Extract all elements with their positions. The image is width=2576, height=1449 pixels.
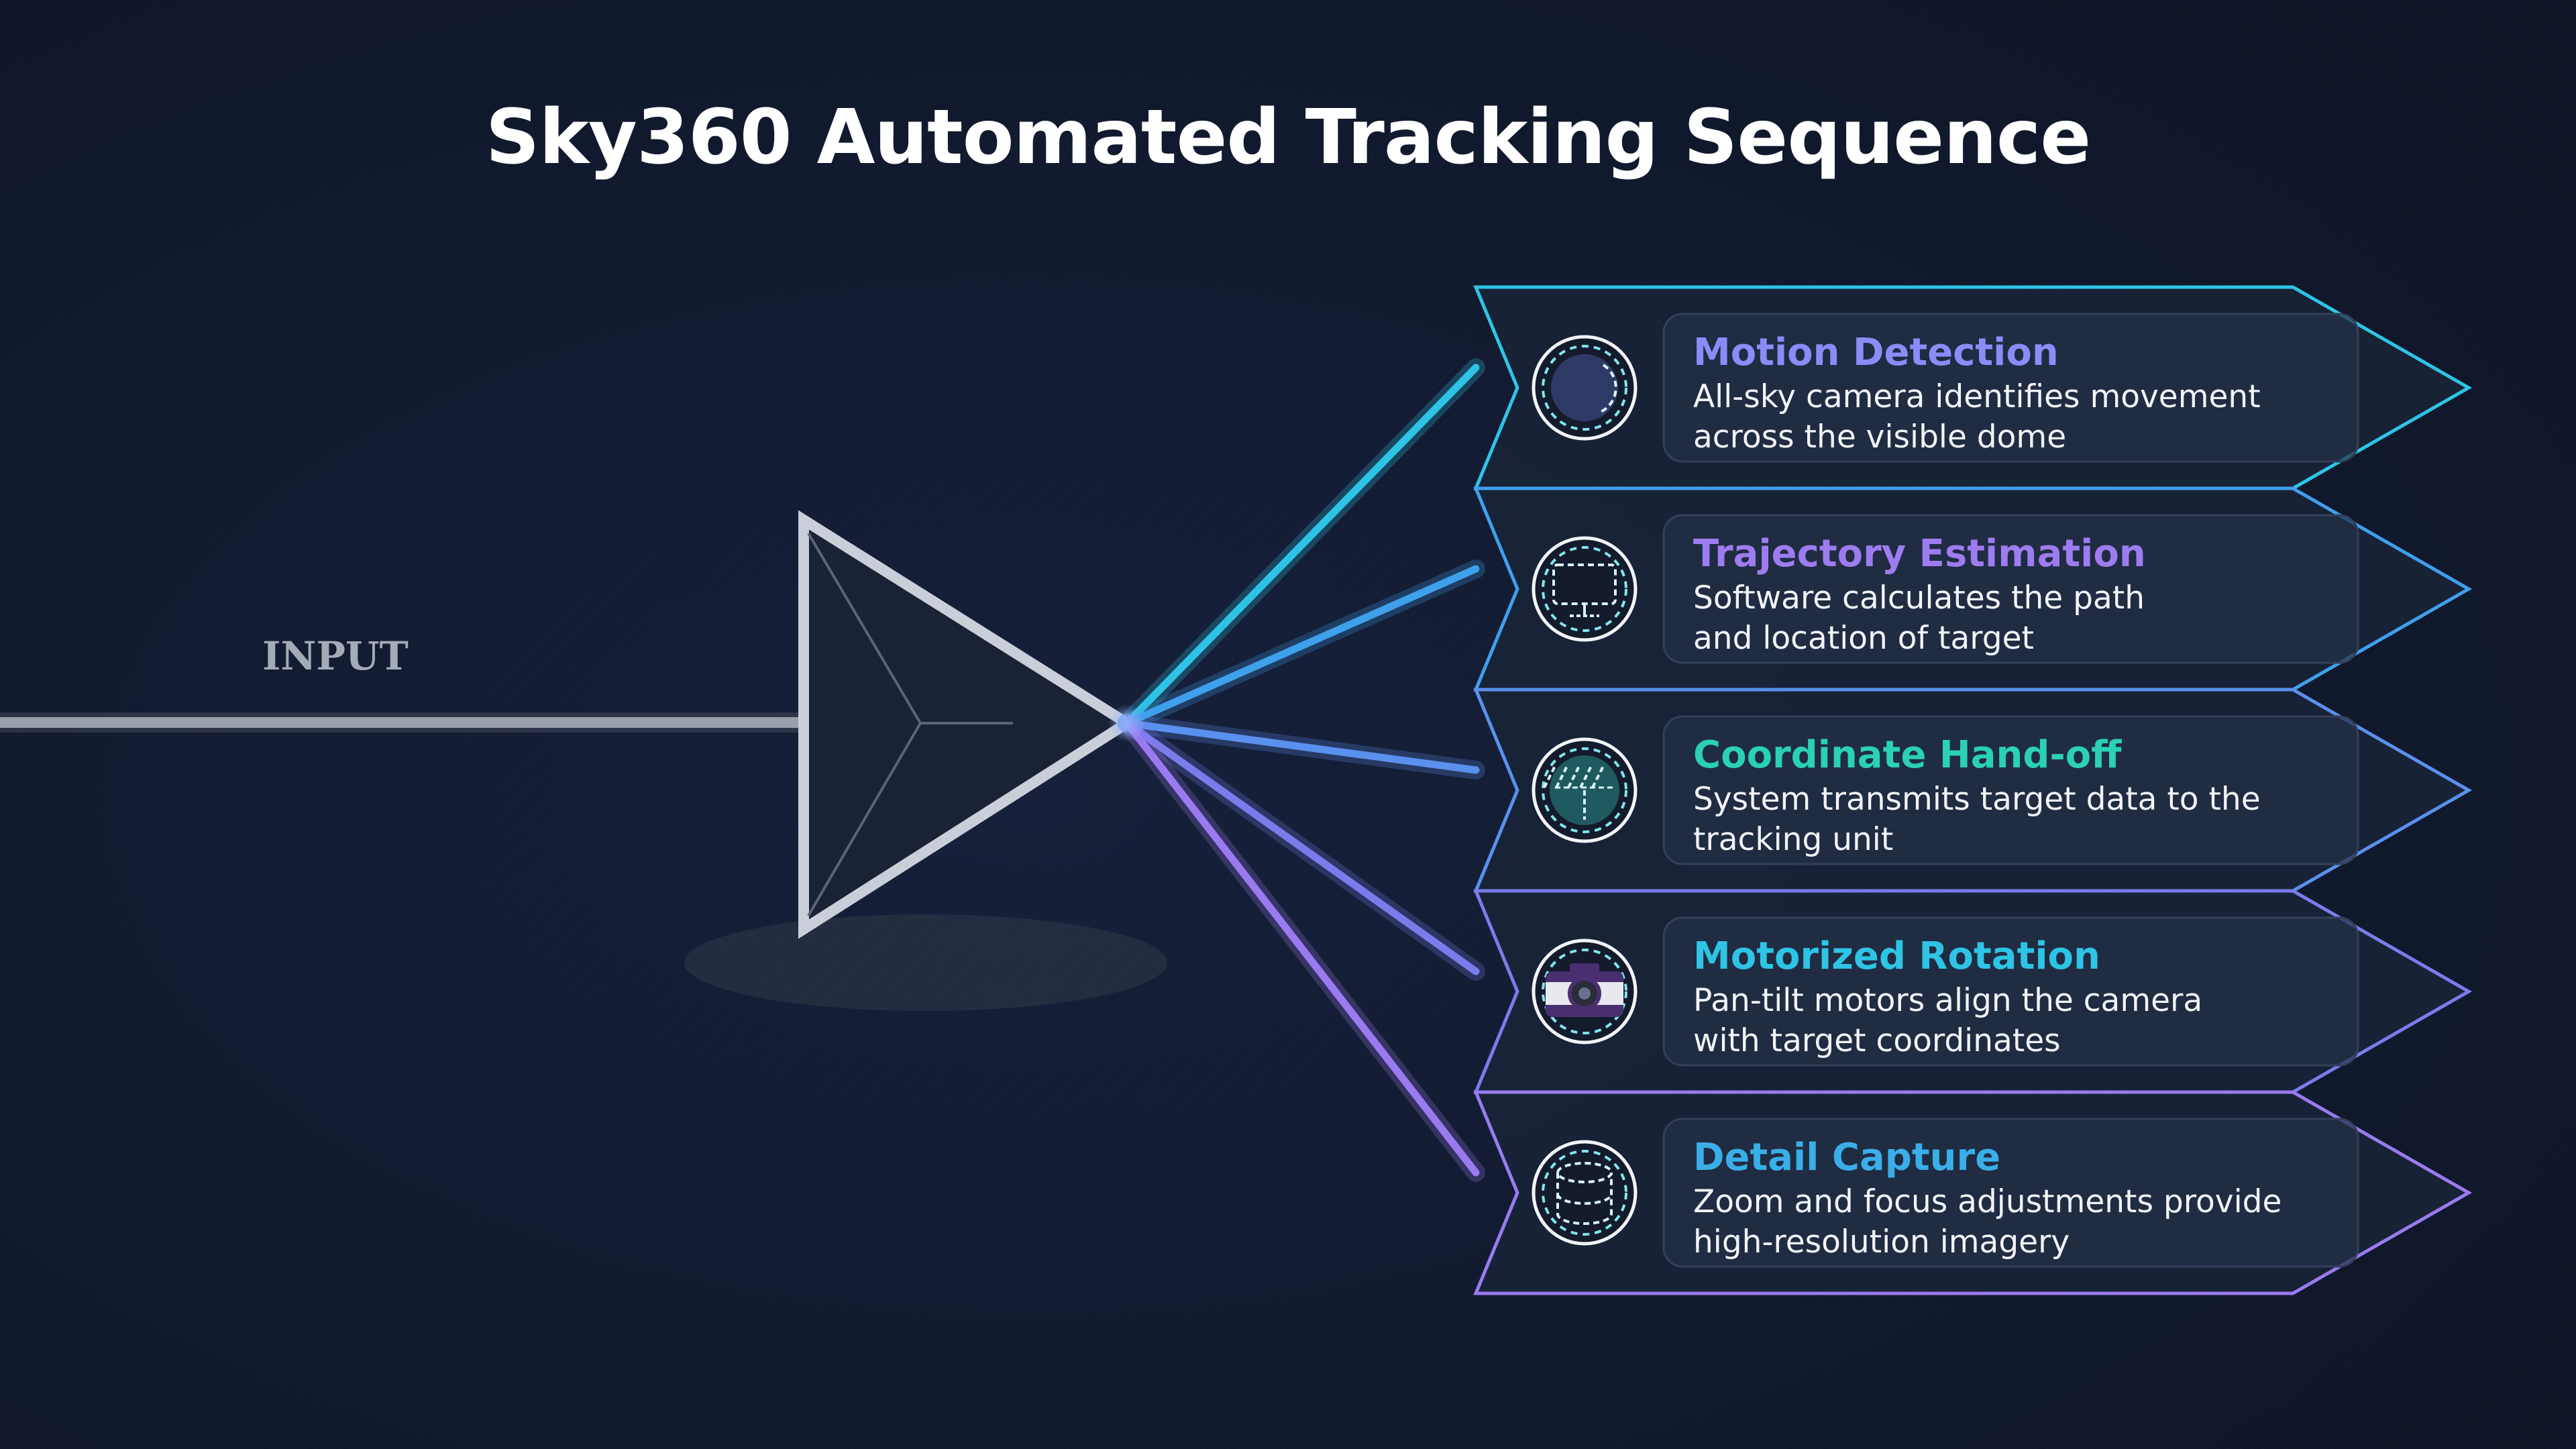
step-title: Motorized Rotation [1693, 934, 2100, 978]
output-beams [1118, 358, 1485, 1182]
beam [1123, 565, 1480, 727]
step-panel [1662, 916, 2359, 1067]
beam [1123, 719, 1480, 975]
step-panel [1662, 1118, 2359, 1268]
input-beam [0, 717, 812, 728]
camera-icon [1532, 938, 1638, 1044]
step-description: Software calculates the path and locatio… [1693, 580, 2145, 657]
step-card [1473, 1090, 2473, 1295]
step-panel [1662, 514, 2359, 664]
beam [1123, 364, 1480, 727]
step-title: Coordinate Hand-off [1693, 733, 2122, 777]
focal-point-glow [1108, 704, 1146, 742]
step-description: All-sky camera identifies movement acros… [1693, 378, 2261, 455]
step-panel [1662, 715, 2359, 865]
step-description: Pan-tilt motors align the camera with ta… [1693, 982, 2203, 1059]
step-title: Trajectory Estimation [1693, 532, 2146, 576]
step-card [1473, 688, 2473, 893]
data-transfer-icon [1532, 737, 1638, 843]
monitor-icon [1532, 536, 1638, 642]
step-card [1473, 285, 2473, 490]
step-title: Motion Detection [1693, 331, 2059, 374]
step-card [1473, 486, 2473, 692]
step-description: System transmits target data to the trac… [1693, 781, 2261, 858]
page-title: Sky360 Automated Tracking Sequence [485, 94, 2091, 181]
beam [1123, 719, 1480, 1177]
prism-shadow [684, 914, 1167, 1011]
beam [1123, 719, 1480, 774]
step-panel [1662, 313, 2359, 463]
step-title: Detail Capture [1693, 1136, 2001, 1179]
step-description: Zoom and focus adjustments provide high-… [1693, 1183, 2282, 1260]
database-icon [1532, 1140, 1638, 1246]
step-list [1473, 285, 2473, 1295]
sky-dome-icon [1532, 335, 1638, 441]
prism [798, 510, 1137, 939]
input-label: INPUT [262, 633, 409, 679]
